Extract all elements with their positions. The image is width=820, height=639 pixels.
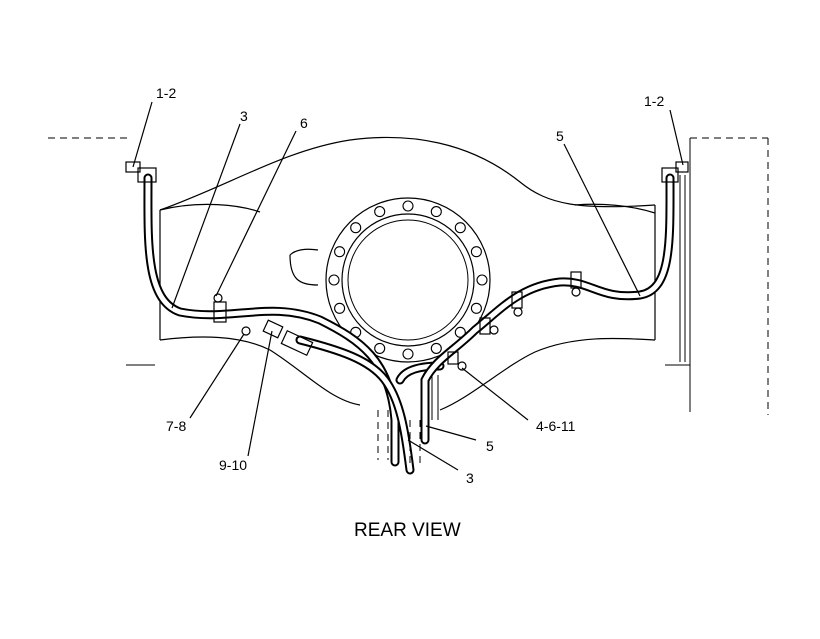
bottom-hoses: [377, 375, 439, 465]
flange-bolt: [454, 326, 466, 338]
callout-3-bottom: 3: [466, 470, 474, 486]
fittings: [213, 287, 581, 371]
flange-bolt: [430, 206, 442, 218]
callout-1-2-left: 1-2: [156, 85, 176, 101]
flange-bolt: [374, 342, 386, 354]
callout-4-6-11: 4-6-11: [536, 418, 576, 434]
flange-bolt: [470, 246, 482, 258]
callout-1-2-right: 1-2: [644, 93, 664, 109]
callout-3-top: 3: [240, 108, 248, 124]
callout-9-10: 9-10: [219, 457, 247, 473]
hose-right: [420, 161, 689, 445]
callout-7-8: 7-8: [166, 418, 186, 434]
flange-bolt: [374, 206, 386, 218]
flange-bolt: [334, 246, 346, 258]
hose-left: [125, 161, 400, 467]
flange-bolt: [430, 342, 442, 354]
leader-lines: [132, 101, 684, 471]
flange-bolt: [334, 302, 346, 314]
axle-housing: [159, 136, 656, 411]
flange-bolt: [402, 200, 414, 212]
callout-6: 6: [300, 115, 308, 131]
frame-lines: [48, 137, 769, 415]
flange-bolts: [328, 200, 488, 360]
callout-labels: 1-2 3 6 1-2 5 7-8 9-10 4-6-11 5 3: [156, 85, 664, 486]
flange-bolt: [402, 348, 414, 360]
callout-5-top: 5: [556, 128, 564, 144]
view-caption: REAR VIEW: [354, 520, 461, 541]
center-flange: [325, 197, 491, 363]
callout-5-bottom: 5: [486, 438, 494, 454]
flange-bolt: [476, 274, 488, 286]
flange-bolt: [454, 222, 466, 234]
flange-bolt: [470, 302, 482, 314]
flange-bolt: [328, 274, 340, 286]
flange-bolt: [350, 222, 362, 234]
